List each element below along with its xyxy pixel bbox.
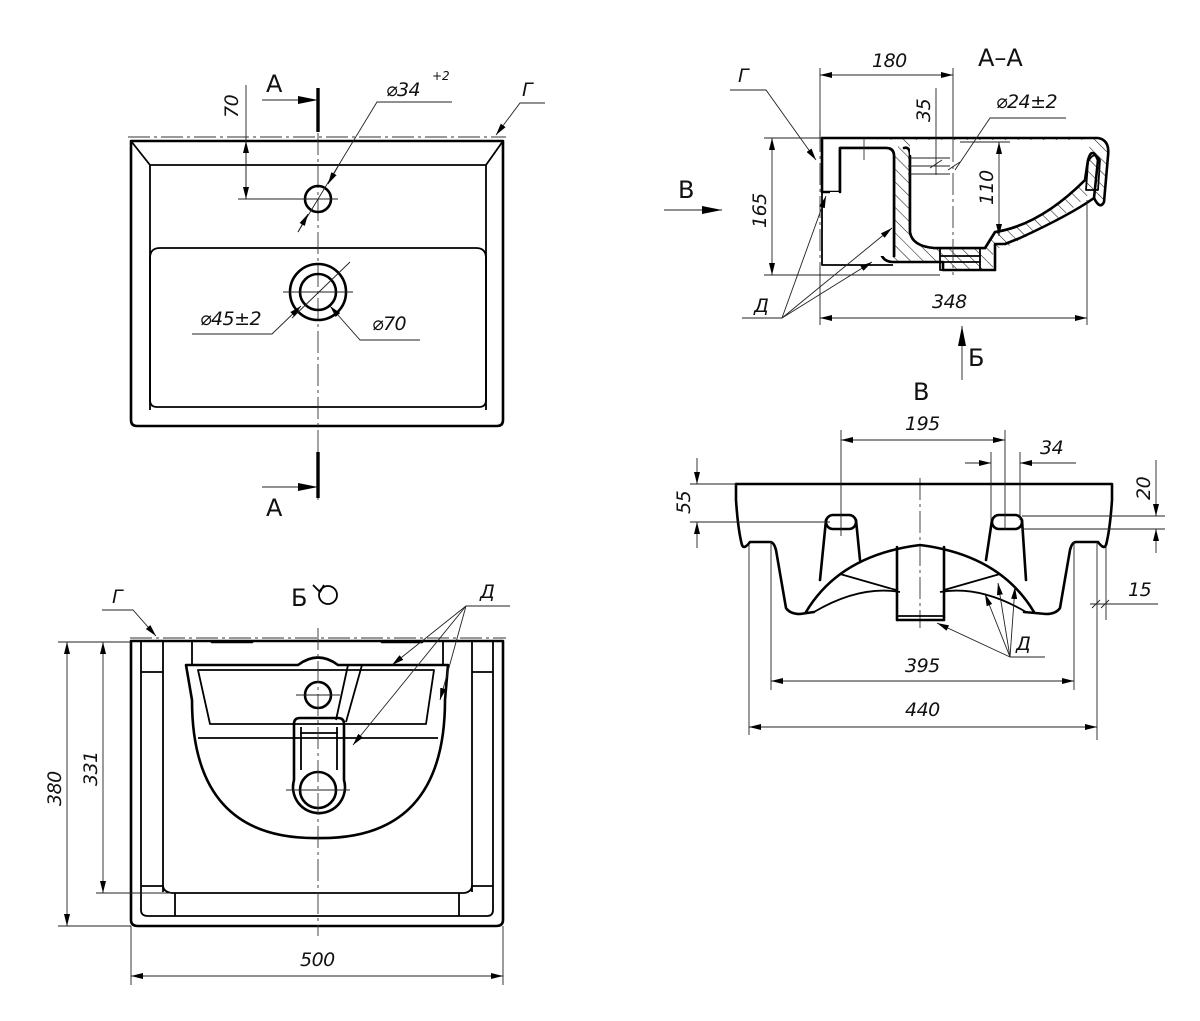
section-label-top: А xyxy=(266,70,283,98)
bottom-view-title: Б xyxy=(291,584,307,612)
dim-drain-outer: ⌀70 xyxy=(372,313,407,335)
dim-395: 395 xyxy=(905,655,940,677)
bottom-view: Б Г xyxy=(44,581,510,985)
dim-35: 35 xyxy=(913,98,935,122)
bottom-outline xyxy=(129,639,505,928)
view-arrow-label-b: Б xyxy=(968,344,984,372)
dim-55: 55 xyxy=(673,490,695,514)
section-aa-view: А–А 180 35 xyxy=(664,44,1110,380)
dim-faucet-tolerance: +2 xyxy=(432,69,450,83)
dim-380: 380 xyxy=(44,771,66,806)
bottom-surface-label: Г xyxy=(112,586,124,608)
dim-15: 15 xyxy=(1128,579,1152,601)
section-profile-bottom xyxy=(878,168,1096,272)
section-feature-label: Д xyxy=(753,295,768,317)
dim-500: 500 xyxy=(300,949,335,971)
view-v: В 195 34 55 xyxy=(673,378,1165,740)
basin-outline xyxy=(129,139,505,428)
surface-label-g: Г xyxy=(522,79,534,101)
section-aa-title: А–А xyxy=(978,44,1023,72)
rotated-icon xyxy=(318,585,338,605)
dim-165: 165 xyxy=(749,193,771,228)
dim-180: 180 xyxy=(872,50,907,72)
dim-overflow-diameter: ⌀24±2 xyxy=(996,91,1057,113)
dim-34: 34 xyxy=(1040,437,1063,459)
arch-outer xyxy=(804,543,1036,614)
view-v-right-profile xyxy=(734,482,1114,616)
bottom-feature-label: Д xyxy=(479,581,494,603)
dim-110: 110 xyxy=(976,170,998,205)
mount-slot-right xyxy=(990,513,1024,531)
view-v-title: В xyxy=(913,378,929,406)
dim-20: 20 xyxy=(1133,476,1155,500)
dim-drain-inner: ⌀45±2 xyxy=(200,308,261,330)
drain-post xyxy=(895,545,946,622)
dim-331: 331 xyxy=(80,751,102,786)
bowl-outline xyxy=(149,247,487,408)
drain-boss xyxy=(291,716,347,815)
section-label-bottom: А xyxy=(266,494,283,522)
dim-195: 195 xyxy=(905,413,940,435)
top-view: А А 70 ⌀34 +2 Г ⌀45±2 ⌀70 xyxy=(128,69,545,522)
view-v-feature-label: Д xyxy=(1015,633,1030,655)
section-profile-top xyxy=(820,136,1110,207)
rim-chamfer xyxy=(130,140,504,166)
dim-348: 348 xyxy=(932,291,967,313)
view-arrow-label-v: В xyxy=(678,176,694,204)
section-surface-label: Г xyxy=(738,65,750,87)
view-v-left-profile xyxy=(734,482,816,616)
bowl-underside xyxy=(184,656,450,840)
dim-440: 440 xyxy=(905,699,940,721)
dim-faucet-diameter: ⌀34 xyxy=(386,79,420,101)
dim-70: 70 xyxy=(221,94,243,118)
